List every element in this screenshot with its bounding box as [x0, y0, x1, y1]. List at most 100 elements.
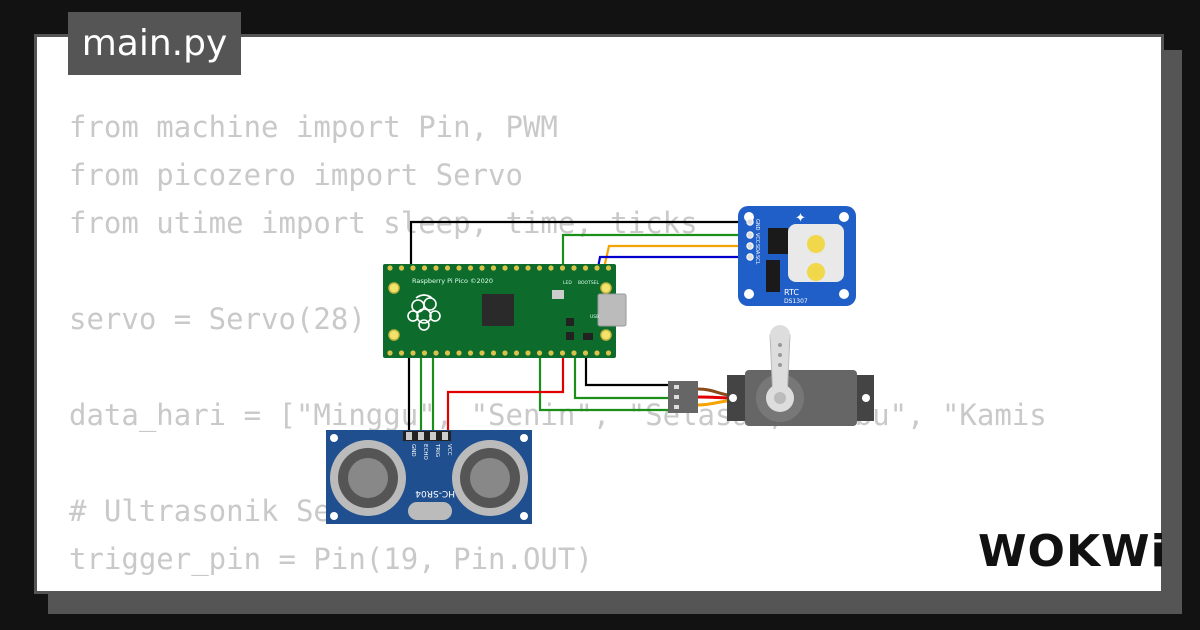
rtc-pin[interactable]: [746, 242, 754, 250]
pico-header-pin[interactable]: [571, 265, 577, 271]
sensor-mount-hole: [520, 434, 528, 442]
rtc-pin[interactable]: [746, 218, 754, 226]
pico-header-pin[interactable]: [490, 350, 497, 356]
pico-header-pin[interactable]: [467, 265, 474, 271]
pico-header-pin[interactable]: [559, 265, 566, 271]
code-line: from picozero import Servo: [69, 158, 523, 192]
pico-header-pin[interactable]: [502, 350, 508, 356]
servo-motor[interactable]: [668, 325, 874, 426]
pico-header-pin[interactable]: [398, 265, 405, 271]
rtc-crystal: [766, 260, 780, 292]
sensor-pin[interactable]: [430, 432, 436, 440]
rtc-model-label: DS1307: [784, 298, 808, 305]
servo-horn-tip: [770, 325, 790, 345]
code-view: from machine import Pin, PWM from picozer…: [69, 103, 1047, 591]
code-line: from machine import Pin, PWM: [69, 110, 558, 144]
pico-header-pin[interactable]: [513, 265, 520, 271]
rtc-pin-label: SDA: [754, 244, 760, 255]
pico-header-pin[interactable]: [421, 350, 428, 356]
raspberry-pi-pico[interactable]: Raspberry Pi Pico ©2020 BOOTSEL LED USB: [383, 264, 627, 358]
transducer-right: [452, 440, 528, 516]
pico-header-pin[interactable]: [582, 265, 589, 271]
pico-header-pin[interactable]: [582, 350, 589, 356]
pico-header-pin[interactable]: [479, 265, 485, 271]
wire-green-servo-pwm: [573, 356, 672, 400]
battery-contact: [807, 235, 825, 253]
pico-header-pin[interactable]: [594, 350, 600, 356]
servo-horn-hole: [778, 363, 782, 367]
pico-header-pin[interactable]: [421, 265, 428, 271]
servo-connector-pin: [674, 395, 679, 399]
pico-header-pin[interactable]: [456, 350, 462, 356]
pico-pin-row-top: [387, 265, 612, 271]
pico-header-pin[interactable]: [536, 350, 543, 356]
wokwi-logo: WOKWi: [978, 526, 1167, 577]
sensor-pin-label: ECHO: [422, 444, 428, 460]
pico-header-pin[interactable]: [548, 265, 554, 271]
file-tab[interactable]: main.py: [68, 12, 241, 75]
wire-red-servo-signal: [446, 356, 565, 432]
pico-header-pin[interactable]: [502, 265, 508, 271]
pico-header-pin[interactable]: [387, 350, 393, 356]
wire-blue-rtc-scl: [596, 255, 749, 269]
transducer-left: [330, 440, 406, 516]
pico-header-pin[interactable]: [444, 350, 451, 356]
sensor-pin-label: TRIG: [434, 443, 440, 457]
sensor-mount-hole: [330, 434, 338, 442]
pico-header-pin[interactable]: [467, 350, 474, 356]
sensor-mount-hole: [330, 512, 338, 520]
sensor-pin[interactable]: [418, 432, 424, 440]
rtc-mount-hole: [744, 289, 754, 299]
rtc-mount-hole: [839, 289, 849, 299]
pico-mount-hole: [388, 329, 400, 341]
wire-orange-rtc-sda: [602, 244, 749, 269]
pico-header-pin[interactable]: [548, 350, 554, 356]
pico-header-pin[interactable]: [536, 265, 543, 271]
pico-header-pin[interactable]: [594, 265, 600, 271]
pico-header-pin[interactable]: [410, 265, 416, 271]
pico-mount-hole: [600, 282, 612, 294]
pico-header-pin[interactable]: [410, 350, 416, 356]
code-line: data_hari = ["Minggu", "Senin", "Selasa"…: [69, 398, 1047, 432]
pico-header-pin[interactable]: [479, 350, 485, 356]
rtc-pin[interactable]: [746, 253, 754, 261]
usb-port: [597, 293, 627, 327]
pico-header-pin[interactable]: [398, 350, 405, 356]
bootsel-button[interactable]: [552, 290, 564, 299]
pico-header-pin[interactable]: [456, 265, 462, 271]
pico-mount-hole: [600, 329, 612, 341]
pico-component: [566, 332, 574, 340]
pico-header-pin[interactable]: [433, 350, 439, 356]
rp2040-chip: [482, 294, 514, 326]
ultrasonic-sensor-hc-sr04[interactable]: VCC TRIG ECHO GND HC-SR04: [326, 430, 532, 524]
pico-header-pin[interactable]: [444, 265, 451, 271]
pico-header-pin[interactable]: [559, 350, 566, 356]
pico-header-pin[interactable]: [525, 350, 531, 356]
pico-header-pin[interactable]: [513, 350, 520, 356]
sensor-pin-header: [403, 431, 451, 441]
rtc-mount-hole: [839, 212, 849, 222]
sensor-crystal: [408, 502, 452, 520]
pico-header-pin[interactable]: [490, 265, 497, 271]
pico-header-pin[interactable]: [605, 265, 612, 271]
rtc-pin[interactable]: [746, 231, 754, 239]
pico-header-pin[interactable]: [571, 350, 577, 356]
pico-component: [566, 318, 574, 326]
battery-contact: [807, 263, 825, 281]
star-logo-icon: ✦: [795, 211, 806, 226]
rtc-ds1307-module[interactable]: GND VCC SDA SCL ✦ RTC DS1307: [738, 206, 856, 306]
pico-header-pin[interactable]: [605, 350, 612, 356]
sensor-pin[interactable]: [406, 432, 412, 440]
servo-screw-hole: [729, 394, 737, 402]
pico-header-pin[interactable]: [387, 265, 393, 271]
pico-bootsel-label: BOOTSEL: [578, 280, 600, 286]
code-line: trigger_pin = Pin(19, Pin.OUT): [69, 542, 593, 576]
code-line: echo_pin = Pin(18, Pin.IN): [69, 583, 1047, 591]
pico-header-pin[interactable]: [433, 265, 439, 271]
sensor-model-label: HC-SR04: [415, 488, 455, 498]
sensor-pin[interactable]: [442, 432, 448, 440]
pico-component: [583, 333, 593, 340]
rtc-chip: [768, 228, 788, 254]
pico-header-pin[interactable]: [525, 265, 531, 271]
